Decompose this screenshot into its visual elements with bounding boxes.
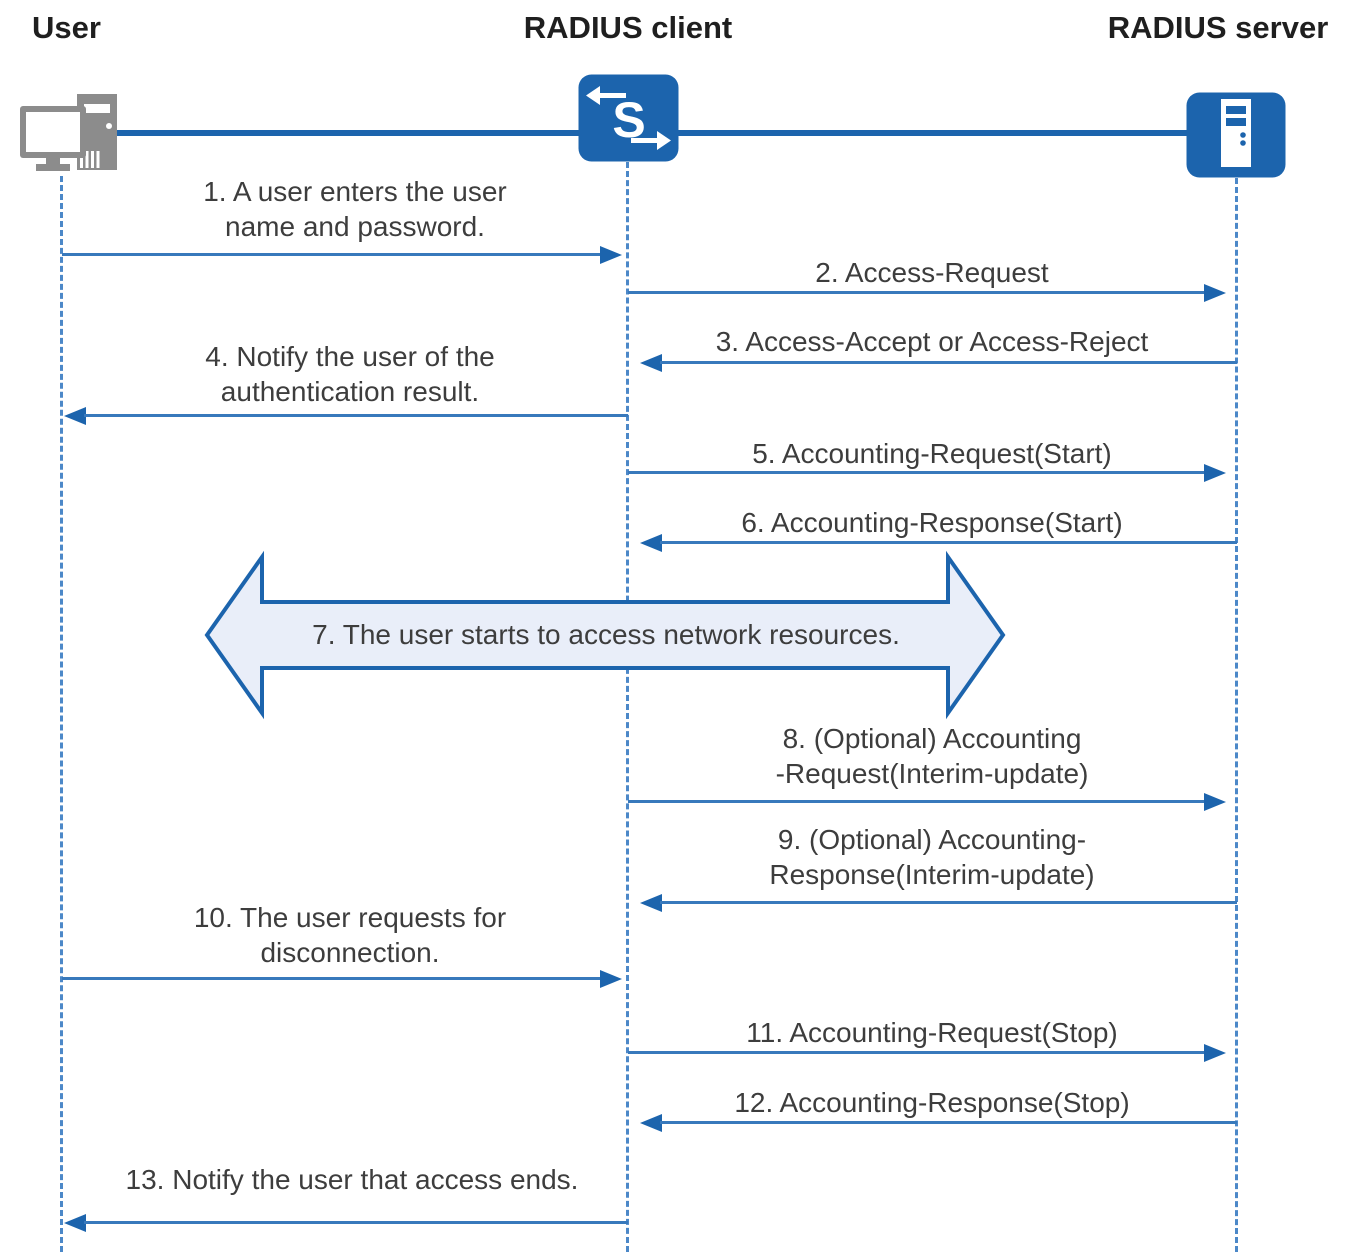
arrowhead-right-icon (600, 246, 622, 264)
message-label-2: 2. Access-Request (815, 257, 1049, 288)
message-label-12: 12. Accounting-Response(Stop) (734, 1087, 1130, 1118)
message-arrow-1 (62, 253, 602, 256)
actor-title-radius-server: RADIUS server (1107, 10, 1329, 45)
arrowhead-left-icon (64, 407, 86, 425)
message-arrow-2 (628, 291, 1206, 294)
message-label-8: 8. (Optional) Accounting -Request(Interi… (775, 723, 1089, 789)
message-arrow-12 (660, 1121, 1237, 1124)
actor-title-radius-client: RADIUS client (523, 10, 733, 45)
message-label-3: 3. Access-Accept or Access-Reject (715, 326, 1149, 357)
message-label-10: 10. The user requests for disconnection. (193, 902, 507, 968)
arrowhead-right-icon (1204, 1044, 1226, 1062)
message-label-13: 13. Notify the user that access ends. (125, 1164, 579, 1195)
arrowhead-right-icon (1204, 284, 1226, 302)
message-arrow-11 (628, 1051, 1206, 1054)
message-arrow-5 (628, 471, 1206, 474)
switch-icon: S (578, 74, 679, 162)
lifeline-user (60, 176, 63, 1252)
message-arrow-3 (660, 361, 1237, 364)
server-icon (1186, 92, 1286, 178)
message-arrow-13 (84, 1221, 628, 1224)
actor-title-user: User (32, 10, 101, 45)
lifeline-radius-client (626, 162, 629, 1252)
arrowhead-left-icon (640, 534, 662, 552)
message-arrow-4 (84, 414, 628, 417)
arrowhead-left-icon (640, 1114, 662, 1132)
arrowhead-right-icon (1204, 793, 1226, 811)
lifeline-radius-server (1235, 178, 1238, 1252)
bidirectional-block-arrow (204, 550, 1006, 720)
message-label-11: 11. Accounting-Request(Stop) (746, 1017, 1118, 1048)
message-arrow-8 (628, 800, 1206, 803)
message-label-4: 4. Notify the user of the authentication… (205, 341, 495, 407)
message-label-6: 6. Accounting-Response(Start) (741, 507, 1123, 538)
computer-icon (20, 94, 117, 171)
arrowhead-right-icon (600, 970, 622, 988)
message-arrow-9 (660, 901, 1237, 904)
message-label-7: 7. The user starts to access network res… (312, 619, 900, 650)
message-arrow-6 (660, 541, 1237, 544)
arrowhead-left-icon (640, 894, 662, 912)
arrowhead-right-icon (1204, 464, 1226, 482)
message-label-5: 5. Accounting-Request(Start) (752, 438, 1112, 469)
arrowhead-left-icon (640, 354, 662, 372)
arrowhead-left-icon (64, 1214, 86, 1232)
message-label-9: 9. (Optional) Accounting- Response(Inter… (769, 824, 1095, 890)
message-label-1: 1. A user enters the user name and passw… (203, 176, 507, 242)
message-arrow-10 (62, 977, 602, 980)
